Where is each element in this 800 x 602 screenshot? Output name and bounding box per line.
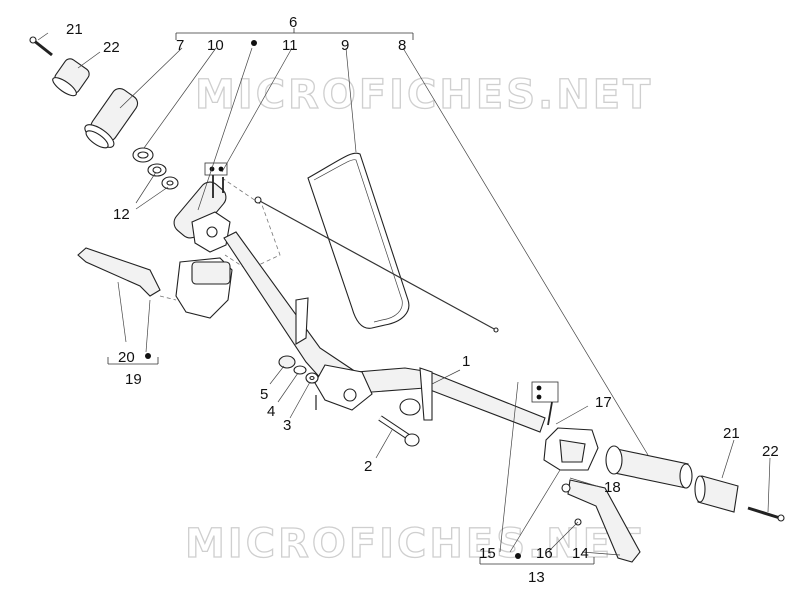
callout-11: 11 <box>282 37 298 54</box>
callout-4: 4 <box>267 403 275 420</box>
callout-21-right: 21 <box>723 425 740 442</box>
callout-3: 3 <box>283 417 291 434</box>
callout-14: 14 <box>572 545 589 562</box>
callout-10: 10 <box>207 37 224 54</box>
leader-lines <box>37 32 771 556</box>
callout-9: 9 <box>341 37 349 54</box>
washers-3-4-5 <box>278 355 319 384</box>
switch-housing <box>173 162 281 271</box>
cable-9 <box>254 152 499 333</box>
left-lever-assembly <box>77 247 233 319</box>
bracket-group-13 <box>479 553 595 565</box>
watermark-bottom: MICROFICHES.NET <box>185 521 643 567</box>
callout-12: 12 <box>113 206 130 223</box>
callout-19: 19 <box>125 371 142 388</box>
callout-20: 20 <box>118 349 135 366</box>
left-grip-assembly <box>29 36 179 190</box>
callout-6: 6 <box>289 14 297 31</box>
callout-7: 7 <box>176 37 184 54</box>
callout-22-left: 22 <box>103 39 120 56</box>
kit-dot-icon <box>145 353 151 359</box>
callout-15: 15 <box>479 545 496 562</box>
bracket-group-6 <box>175 28 414 46</box>
callout-2: 2 <box>364 458 372 475</box>
callout-labels: 21 22 6 7 10 11 9 8 12 20 19 1 5 4 3 2 1… <box>66 14 779 586</box>
kit-dot-icon <box>515 553 521 559</box>
callout-16: 16 <box>536 545 553 562</box>
right-grip-assembly <box>605 445 785 522</box>
callout-21-left: 21 <box>66 21 83 38</box>
callout-18: 18 <box>604 479 621 496</box>
bracket-group-19 <box>107 353 159 365</box>
bolt-2 <box>378 415 420 447</box>
kit-dot-icon <box>251 40 257 46</box>
callout-1: 1 <box>462 353 470 370</box>
right-control-assembly <box>531 381 641 563</box>
callout-17: 17 <box>595 394 612 411</box>
callout-22-right: 22 <box>762 443 779 460</box>
handlebar-tube <box>223 231 546 433</box>
callout-13: 13 <box>528 569 545 586</box>
callout-8: 8 <box>398 37 406 54</box>
callout-5: 5 <box>260 386 268 403</box>
watermark-top: MICROFICHES.NET <box>195 72 653 118</box>
